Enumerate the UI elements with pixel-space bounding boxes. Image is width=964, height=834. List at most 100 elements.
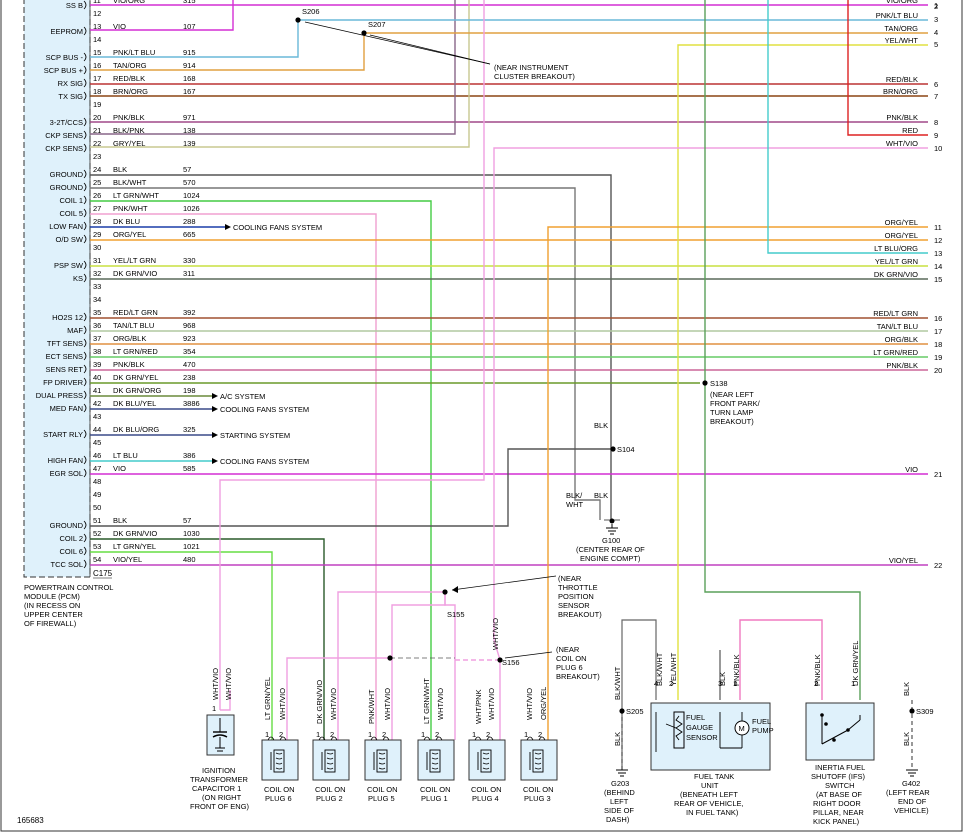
pcm-pin-color: RED/BLK: [113, 74, 145, 83]
right-wire-number: 1: [934, 1, 938, 10]
pcm-pin-signal: HO2S 12: [52, 313, 83, 322]
ifs-caption: KICK PANEL): [813, 817, 860, 826]
pin-num: 2: [486, 730, 490, 739]
pcm-pin-number: 47: [93, 464, 101, 473]
ground-g402: END OF: [898, 797, 927, 806]
pin-num: 4: [654, 679, 658, 688]
pcm-pin-signal: CKP SENS: [45, 131, 83, 140]
coil-sub: PLUG 2: [316, 794, 343, 803]
pin-num: 3: [718, 679, 722, 688]
right-wire-number: 17: [934, 327, 942, 336]
coil-name: COIL ON: [315, 785, 346, 794]
splice-s309: S309: [916, 707, 934, 716]
pcm-pin-number: 50: [93, 503, 101, 512]
ifs-caption: INERTIA FUEL: [815, 763, 865, 772]
right-wire-color: PNK/LT BLU: [876, 11, 918, 20]
pcm-pin-circuit: 1026: [183, 204, 200, 213]
pcm-pin-row: 45: [93, 438, 101, 447]
pcm-pin-color: VIO: [113, 22, 126, 31]
pin-num: 2: [330, 730, 334, 739]
pcm-pin-number: 32: [93, 269, 101, 278]
pcm-pin-color: ORG/YEL: [113, 230, 146, 239]
pcm-pin-color: LT BLU: [113, 451, 138, 460]
note-s138: BREAKOUT): [710, 417, 754, 426]
pcm-pin-number: 49: [93, 490, 101, 499]
right-wire-color: RED/LT GRN: [873, 309, 918, 318]
ground-g203: DASH): [606, 815, 630, 824]
pcm-pin-signal: MED FAN: [50, 404, 83, 413]
right-wire-color: ORG/YEL: [885, 218, 918, 227]
wire-label: PNK/BLK: [732, 654, 741, 686]
pcm-pin-number: 14: [93, 35, 101, 44]
splice-s207: S207: [368, 20, 386, 29]
pcm-pin-circuit: 311: [183, 269, 195, 278]
right-wire-color: ORG/YEL: [885, 231, 918, 240]
pcm-pin-number: 11: [93, 0, 101, 5]
pcm-pin-number: 45: [93, 438, 101, 447]
pcm-pin-color: DK GRN/ORG: [113, 386, 162, 395]
pcm-pin-number: 43: [93, 412, 101, 421]
pcm-pin-circuit: 138: [183, 126, 196, 135]
pcm-pin-signal: ECT SENS: [46, 352, 83, 361]
capacitor-caption: CAPACITOR 1: [192, 784, 241, 793]
pcm-pin-number: 51: [93, 516, 101, 525]
pcm-pin-circuit: 1030: [183, 529, 200, 538]
ignition-capacitor: IGNITION TRANSFORMER CAPACITOR 1 (ON RIG…: [190, 714, 250, 811]
pcm-pin-number: 54: [93, 555, 101, 564]
wire-label: BLK/WHT: [655, 652, 664, 686]
pcm-pin-number: 34: [93, 295, 101, 304]
pcm-pin-number: 16: [93, 61, 101, 70]
splice-s205: S205: [626, 707, 644, 716]
right-wire-number: 5: [934, 40, 938, 49]
pcm-pin-row: 30: [93, 243, 101, 252]
pcm-pin-number: 27: [93, 204, 101, 213]
pcm-pin-signal: O/D SW: [56, 235, 84, 244]
note-s138: FRONT PARK/: [710, 399, 761, 408]
cooling-fans-label: COOLING FANS SYSTEM: [220, 457, 309, 466]
pcm-pin-signal: SS B: [66, 1, 83, 10]
pcm-pin-number: 23: [93, 152, 101, 161]
capacitor-caption: IGNITION: [202, 766, 235, 775]
pcm-pin-signal: CKP SENS: [45, 144, 83, 153]
pcm-pin-number: 17: [93, 74, 101, 83]
wire-label: PNK/BLK: [813, 654, 822, 686]
coil-name: COIL ON: [420, 785, 451, 794]
pcm-pin-number: 15: [93, 48, 101, 57]
pcm-pin-color: DK GRN/VIO: [113, 269, 157, 278]
splice-s104: S104: [617, 445, 635, 454]
pcm-pin-circuit: 386: [183, 451, 196, 460]
splice-s138: S138: [710, 379, 728, 388]
fuel-gauge-label: FUEL: [686, 713, 705, 722]
fuel-gauge-label: SENSOR: [686, 733, 718, 742]
pcm-pin-number: 39: [93, 360, 101, 369]
pcm-pin-circuit: 3886: [183, 399, 200, 408]
right-wire-number: 8: [934, 118, 938, 127]
pcm-pin-number: 48: [93, 477, 101, 486]
fuel-tank-unit: FUEL GAUGE SENSOR M FUEL PUMP FUEL TANK …: [650, 702, 774, 817]
wire-label: BLK: [902, 732, 911, 746]
coil-name: COIL ON: [523, 785, 554, 794]
pcm-pin-circuit: 392: [183, 308, 196, 317]
pcm-pin-row: 14: [93, 35, 101, 44]
note-throttle: SENSOR: [558, 601, 590, 610]
pcm-pin-signal: SCP BUS +: [44, 66, 84, 75]
wire-label: WHT/VIO: [487, 688, 496, 720]
note-coil6: BREAKOUT): [556, 672, 600, 681]
right-wire-number: 14: [934, 262, 942, 271]
pcm-pin-row: 34: [93, 295, 101, 304]
